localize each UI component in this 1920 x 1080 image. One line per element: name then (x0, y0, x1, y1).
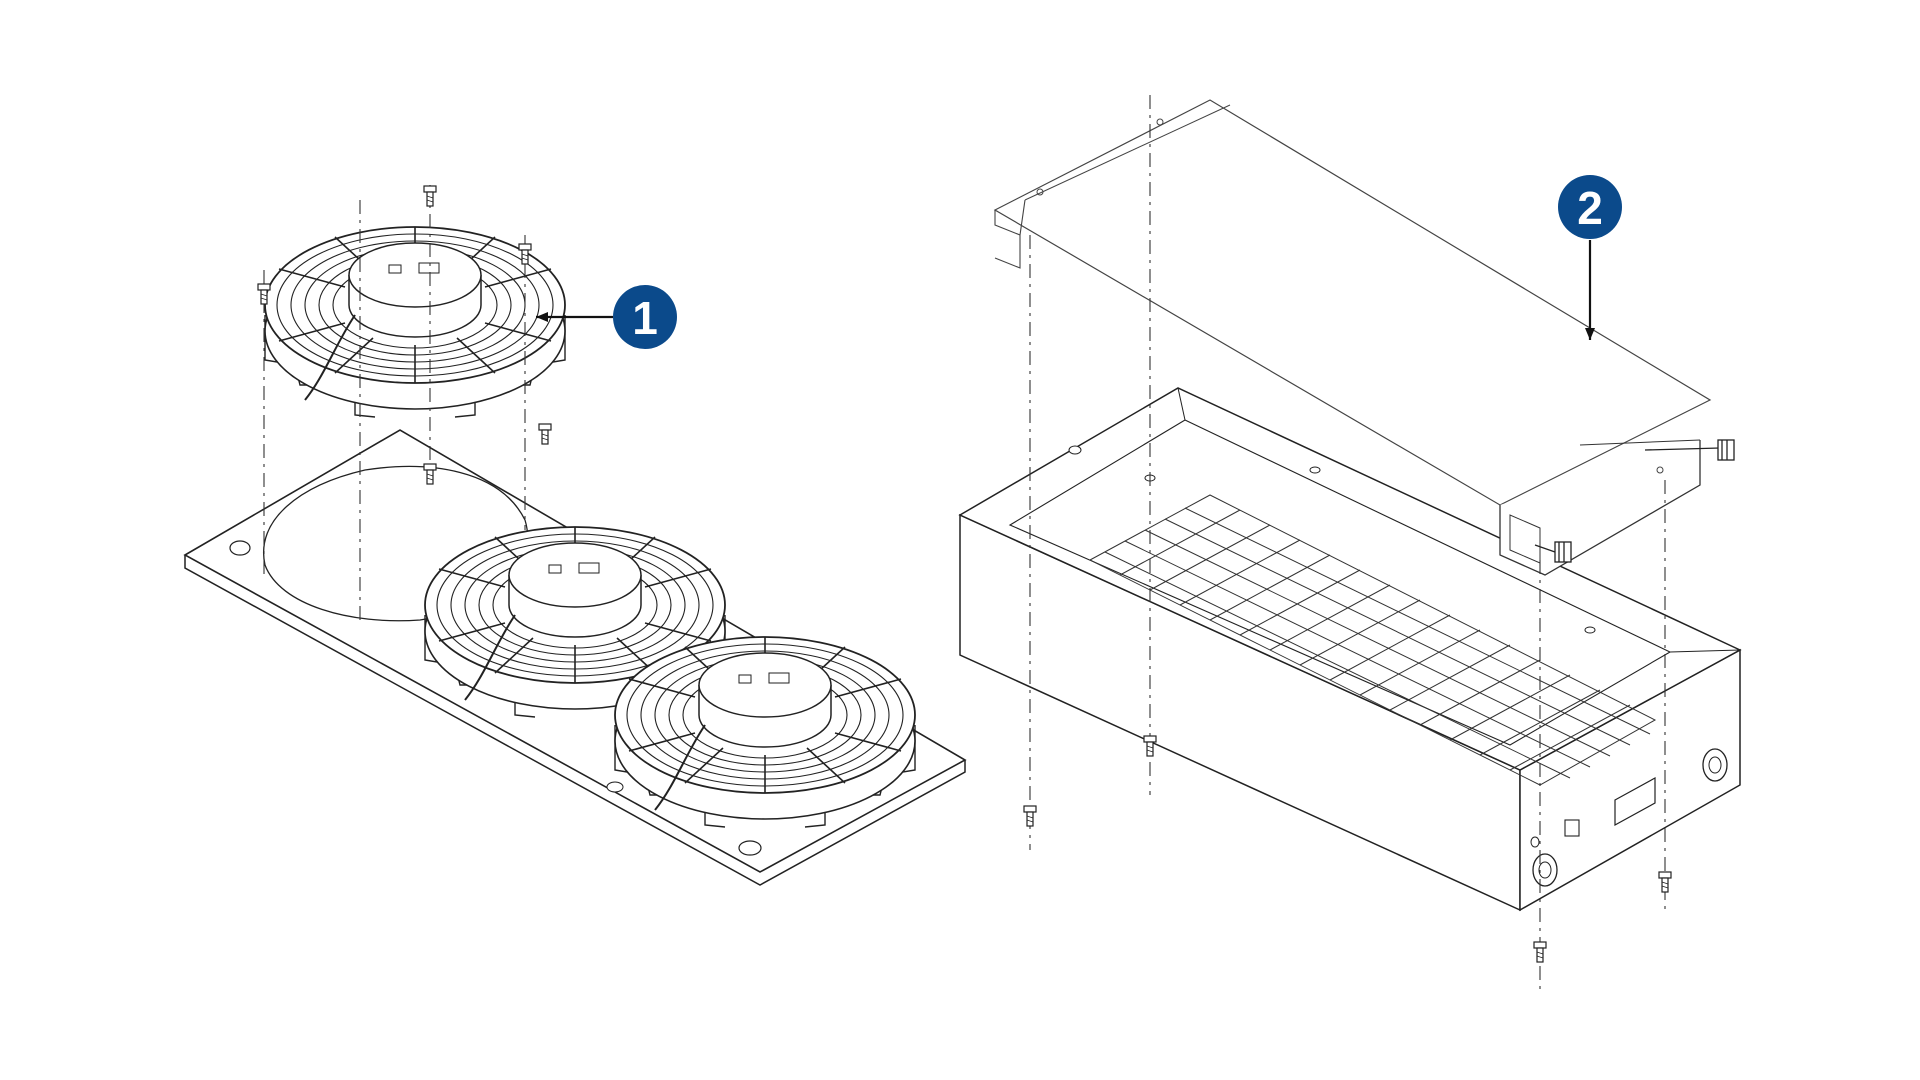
callout-1: 1 (613, 285, 677, 349)
callout-2-label: 2 (1577, 182, 1603, 234)
fan-exploded (264, 226, 566, 418)
callout-2: 2 (1558, 175, 1622, 239)
callout-2-circle (1558, 175, 1622, 239)
cover-assembly (993, 99, 1735, 576)
base-tray (958, 387, 1742, 912)
alignment-lines-right (1029, 95, 1666, 990)
callout-1-label: 1 (632, 292, 658, 344)
alignment-lines-left (263, 185, 526, 625)
callout-1-circle (613, 285, 677, 349)
